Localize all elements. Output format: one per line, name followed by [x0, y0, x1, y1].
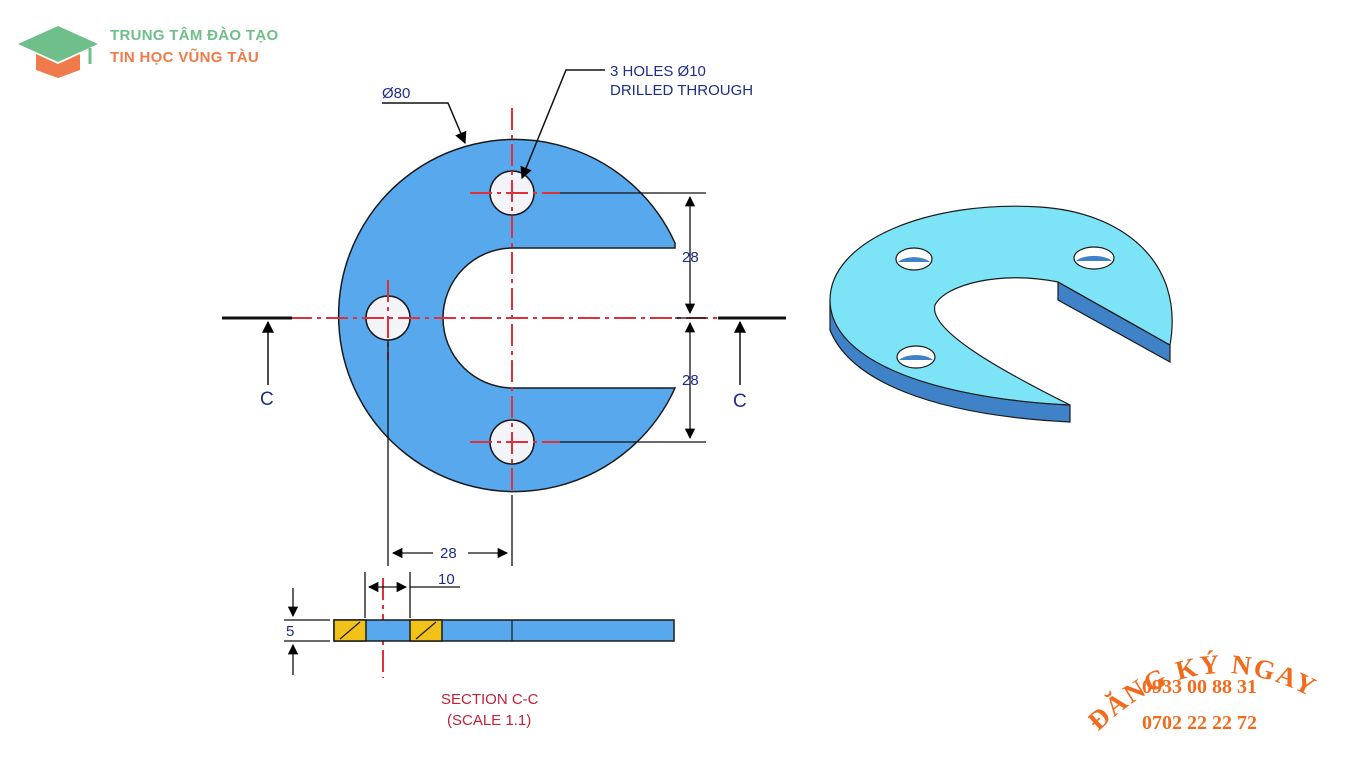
dim-28-upper: 28	[682, 249, 699, 266]
dim-28-horizontal: 28	[440, 545, 457, 562]
section-label-left: C	[260, 389, 274, 410]
section-view	[333, 619, 675, 642]
section-title: SECTION C-C	[441, 691, 539, 708]
vertical-dimensions	[560, 192, 706, 443]
phone-number-1[interactable]: 0933 00 88 31	[1142, 676, 1257, 698]
holes-note-line1: 3 HOLES Ø10	[610, 63, 706, 80]
horizontal-dimension	[387, 340, 513, 566]
graduation-cap-icon	[18, 26, 98, 78]
brand-name-line2: TIN HỌC VŨNG TÀU	[110, 49, 259, 66]
diameter-leader	[382, 102, 467, 145]
brand-name-line1: TRUNG TÂM ĐÀO TẠO	[110, 27, 279, 44]
isometric-view	[829, 205, 1173, 423]
section-scale: (SCALE 1.1)	[447, 712, 531, 729]
dim-10: 10	[438, 571, 455, 588]
holes-leader	[520, 69, 605, 180]
brand-logo: TRUNG TÂM ĐÀO TẠO TIN HỌC VŨNG TÀU	[14, 22, 304, 82]
register-cta[interactable]: ĐĂNG KÝ NGAY 0933 00 88 31 0702 22 22 72	[1088, 634, 1348, 754]
phone-number-2[interactable]: 0702 22 22 72	[1142, 712, 1257, 734]
holes-note-line2: DRILLED THROUGH	[610, 82, 753, 99]
section-label-right: C	[733, 391, 747, 412]
dim-5: 5	[286, 623, 294, 640]
part-front-face	[337, 138, 677, 493]
diameter-label: Ø80	[382, 85, 410, 102]
dim-5-lines	[284, 588, 330, 675]
register-now-title: ĐĂNG KÝ NGAY	[1088, 649, 1320, 736]
dim-10-lines	[364, 572, 460, 618]
dim-28-lower: 28	[682, 372, 699, 389]
